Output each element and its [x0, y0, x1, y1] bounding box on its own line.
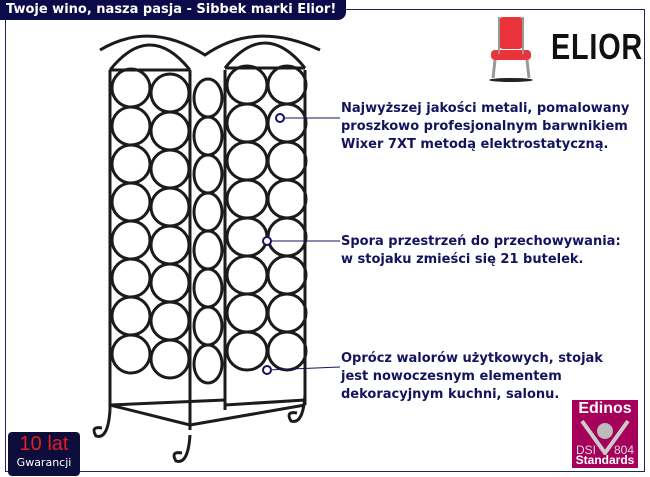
bottle-ring — [192, 267, 224, 309]
bottle-ring — [266, 254, 308, 296]
annotation-dot — [262, 365, 272, 375]
feature-note-design: Oprócz walorów użytkowych, stojak jest n… — [341, 350, 603, 404]
bottle-ring — [266, 64, 308, 106]
rack-foot-scroll — [287, 394, 307, 423]
rack-bar — [109, 403, 191, 427]
bottle-ring — [266, 178, 308, 220]
bottle-ring — [149, 262, 191, 304]
bottle-ring — [110, 333, 152, 375]
bottle-ring — [149, 110, 191, 152]
bottle-ring — [149, 186, 191, 228]
bottle-ring — [149, 224, 191, 266]
bottle-ring — [225, 216, 269, 258]
bottle-ring — [110, 105, 152, 147]
rack-bar — [224, 398, 306, 407]
bottle-ring — [225, 330, 269, 372]
bottle-ring — [192, 115, 224, 157]
bottle-ring — [149, 300, 191, 342]
bottle-ring — [149, 338, 191, 380]
bottle-ring — [192, 153, 224, 195]
bottle-ring — [266, 292, 308, 334]
note-line: Najwyższej jakości metali, pomalowany — [341, 101, 630, 116]
banner-title: Twoje wino, nasza pasja - Sibbek marki E… — [0, 0, 347, 20]
bottle-ring — [225, 254, 269, 296]
note-line: dekoracyjnym kuchni, salonu. — [341, 387, 560, 402]
warranty-label: Gwarancji — [16, 456, 72, 469]
note-line: Wixer 7XT metodą elektrostatyczną. — [341, 137, 609, 152]
warranty-badge: 10 lat Gwarancji — [8, 432, 80, 476]
bottle-ring — [266, 102, 308, 144]
bottle-ring — [192, 191, 224, 233]
bottle-ring — [266, 330, 308, 372]
rack-foot-scroll — [172, 434, 192, 463]
bottle-ring — [266, 140, 308, 182]
bottle-ring — [225, 64, 269, 106]
certificate-code-left: DSI — [576, 443, 597, 457]
note-line: Oprócz walorów użytkowych, stojak — [341, 351, 603, 366]
rack-foot-scroll — [92, 409, 112, 438]
bottle-ring — [192, 77, 224, 119]
certificate-name: Edinos — [578, 400, 632, 417]
bottle-ring — [225, 140, 269, 182]
certificate-check-icon — [580, 419, 630, 455]
note-line: w stojaku zmieści się 21 butelek. — [341, 252, 584, 267]
rack-bar — [189, 403, 306, 427]
bottle-ring — [192, 305, 224, 347]
note-line: proszkowo profesjonalnym barwnikiem — [341, 119, 628, 134]
bottle-ring — [225, 292, 269, 334]
bottle-ring — [110, 257, 152, 299]
bottle-ring — [110, 295, 152, 337]
bottle-ring — [110, 67, 152, 109]
feature-note-material: Najwyższej jakości metali, pomalowany pr… — [341, 100, 629, 154]
brand-logo-text: ELIOR — [551, 26, 644, 67]
bottle-ring — [149, 148, 191, 190]
annotation-dot — [262, 236, 272, 246]
certificate-badge: Edinos DSI 804 Standards — [572, 400, 638, 468]
note-line: jest nowoczesnym elementem — [341, 369, 562, 384]
bottle-ring — [110, 219, 152, 261]
rack-bar — [109, 398, 226, 407]
annotation-dot — [275, 113, 285, 123]
bottle-ring — [192, 343, 224, 385]
bottle-ring — [110, 143, 152, 185]
chair-logo-icon — [489, 17, 533, 82]
bottle-ring — [110, 181, 152, 223]
bottle-ring — [149, 72, 191, 114]
bottle-ring — [225, 178, 269, 220]
annotation-line — [266, 366, 341, 371]
note-line: Spora przestrzeń do przechowywania: — [341, 234, 621, 249]
certificate-label: Standards — [575, 453, 635, 467]
bottle-ring — [225, 102, 269, 144]
feature-note-capacity: Spora przestrzeń do przechowywania: w st… — [341, 233, 621, 269]
certificate-code-right: 804 — [613, 443, 634, 457]
bottle-ring — [192, 229, 224, 271]
bottle-ring — [266, 216, 308, 258]
warranty-years: 10 lat — [19, 433, 69, 455]
rack-arch — [99, 34, 321, 71]
